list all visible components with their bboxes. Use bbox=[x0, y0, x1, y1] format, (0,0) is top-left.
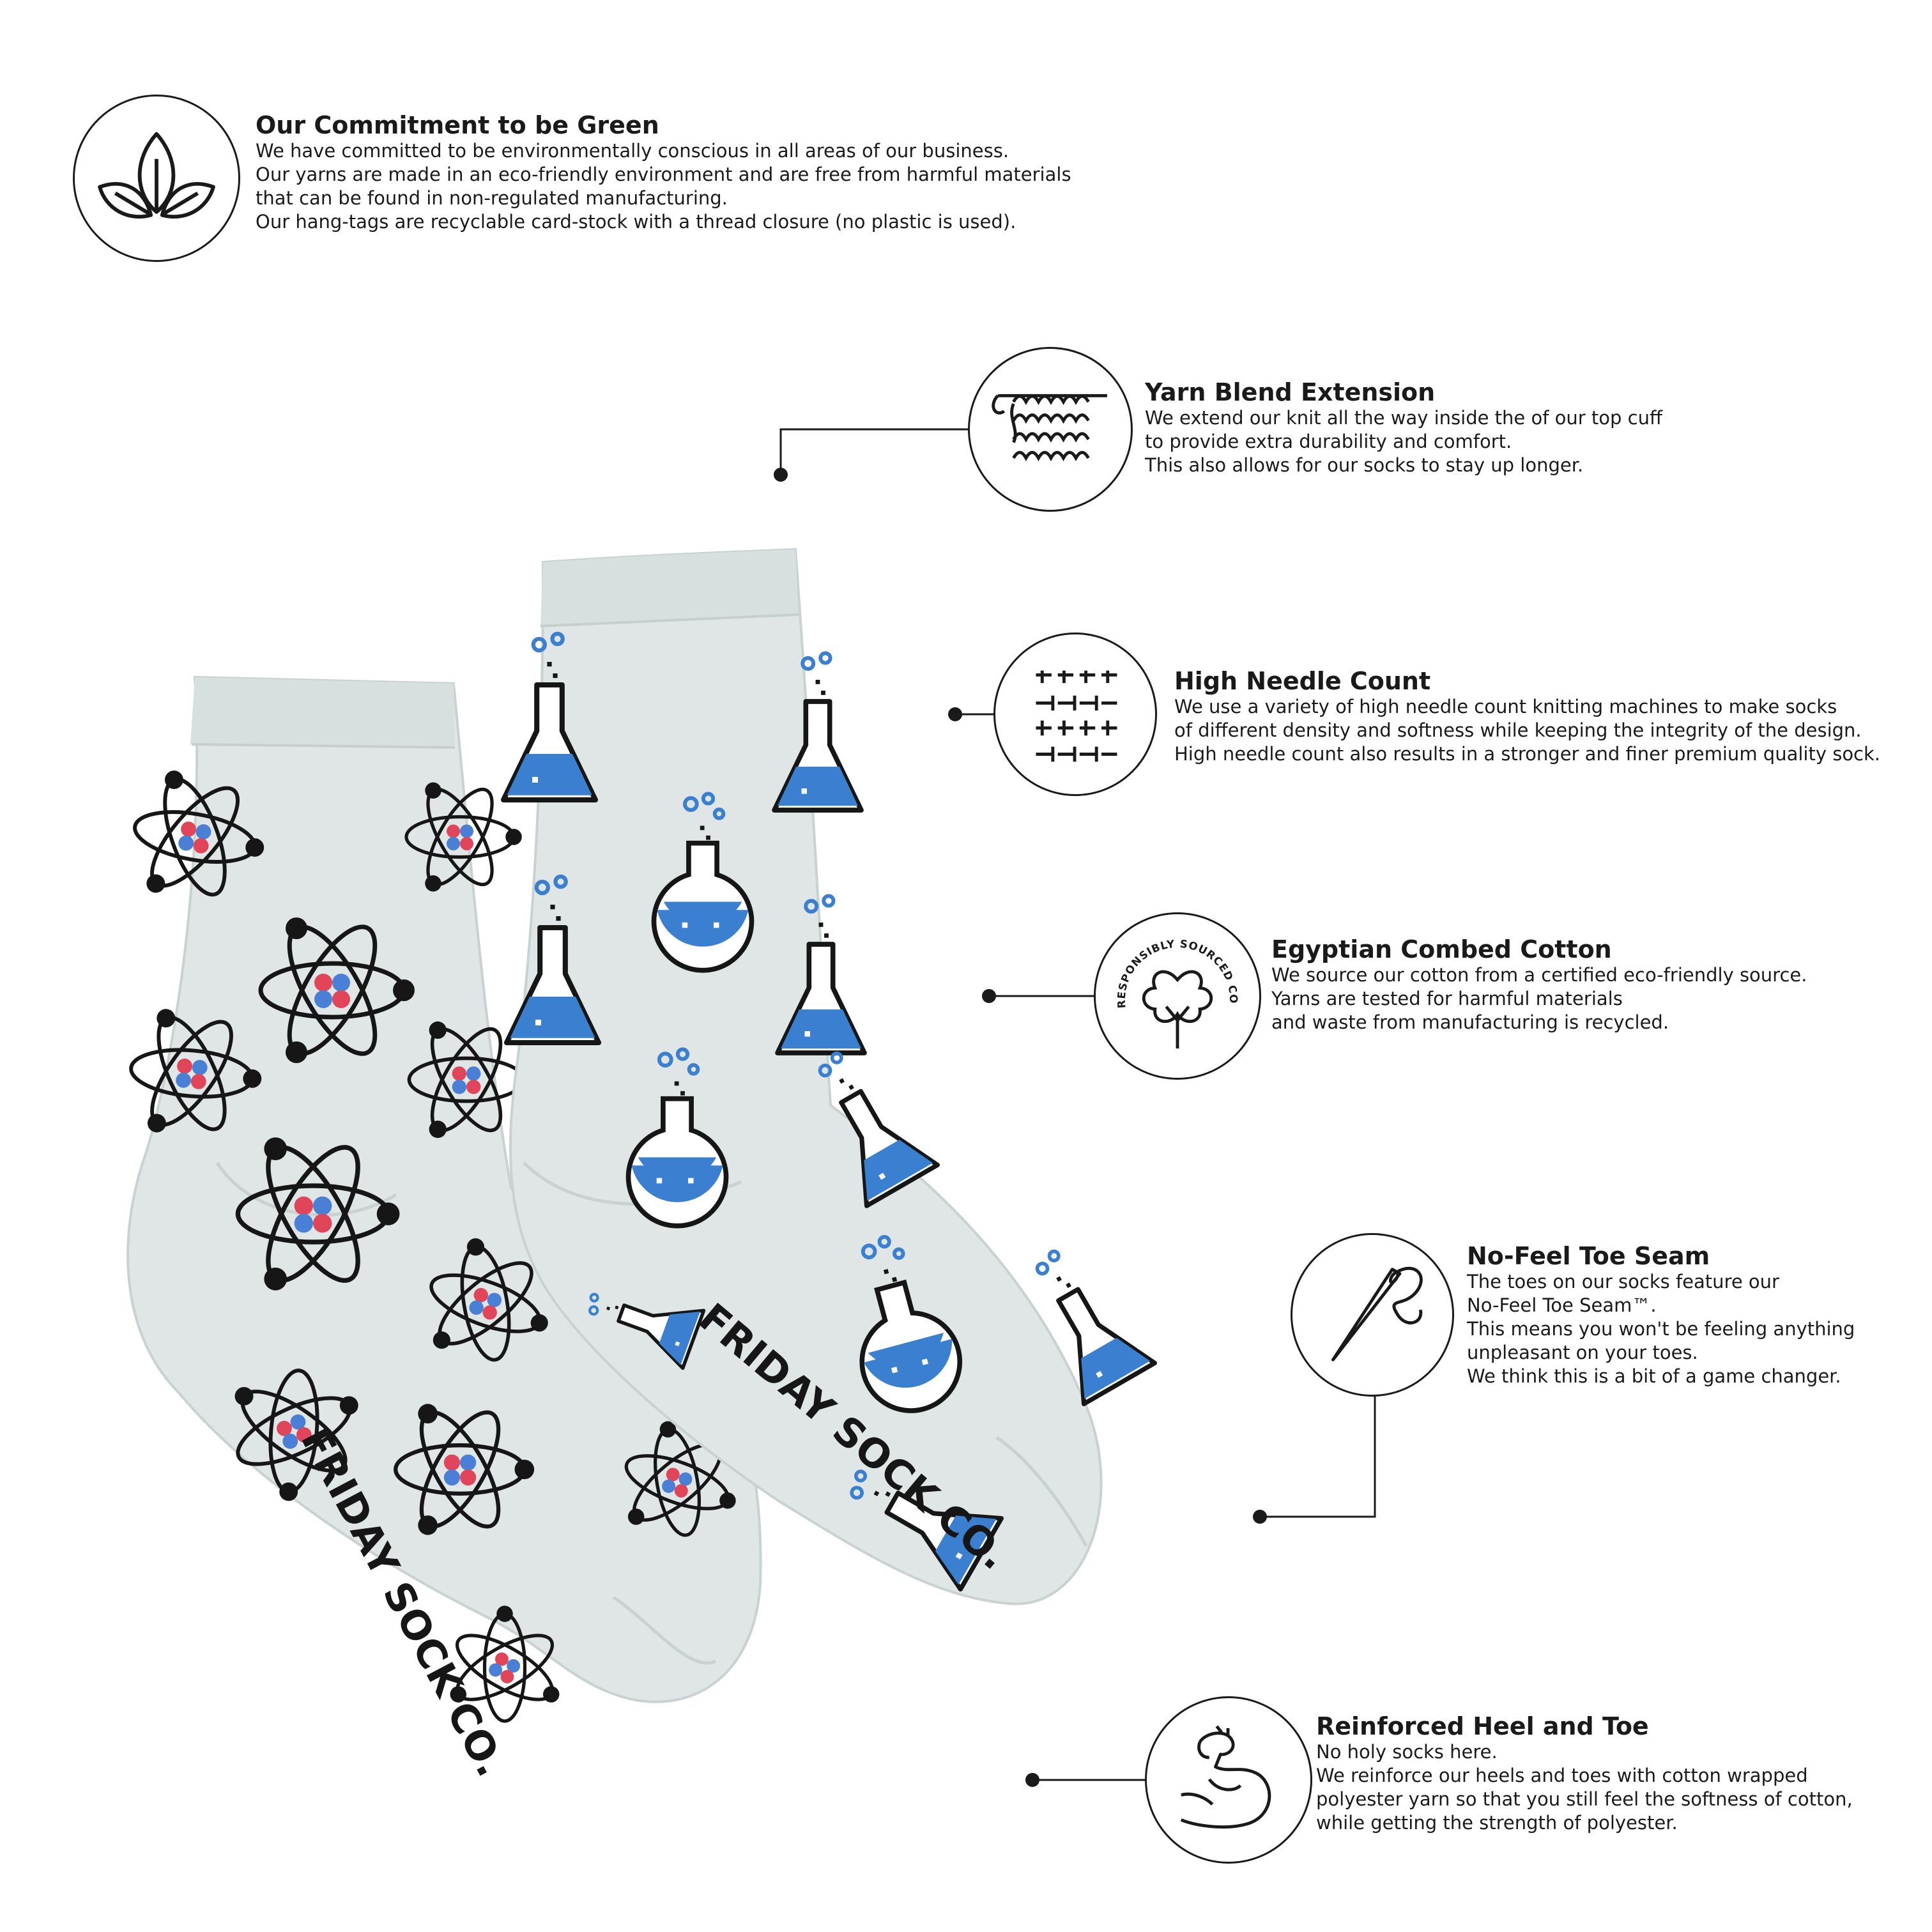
feature-title: Our Commitment to be Green bbox=[256, 111, 659, 139]
cotton-flower-icon: RESPONSIBLY SOURCED COTTON bbox=[1094, 912, 1261, 1080]
right-sock: FRIDAY SOCK CO. bbox=[503, 548, 1154, 1606]
feature-title: Yarn Blend Extension bbox=[1145, 378, 1436, 406]
feature-description: The toes on our socks feature our No-Fee… bbox=[1467, 1271, 1855, 1387]
feature-description: No holy socks here. We reinforce our hee… bbox=[1316, 1741, 1853, 1834]
feature-title: Reinforced Heel and Toe bbox=[1316, 1712, 1649, 1740]
knit-stitch-icon bbox=[968, 347, 1133, 512]
leader-dot-yarn bbox=[774, 468, 788, 482]
feature-green: Our Commitment to be Green We have commi… bbox=[256, 111, 1071, 234]
feature-title: No-Feel Toe Seam bbox=[1467, 1242, 1710, 1270]
leader-dot-heel bbox=[1025, 1773, 1039, 1787]
feature-title: High Needle Count bbox=[1174, 667, 1431, 695]
feature-description: We have committed to be environmentally … bbox=[256, 140, 1071, 233]
leader-dot-cotton bbox=[982, 989, 996, 1003]
feature-title: Egyptian Combed Cotton bbox=[1271, 935, 1612, 963]
feature-description: We extend our knit all the way inside th… bbox=[1145, 407, 1662, 476]
flexed-arm-icon bbox=[1145, 1696, 1312, 1864]
feature-description: We use a variety of high needle count kn… bbox=[1174, 696, 1881, 765]
feature-description: We source our cotton from a certified ec… bbox=[1271, 964, 1807, 1033]
cotton-badge-text: RESPONSIBLY SOURCED COTTON bbox=[1096, 914, 1239, 1009]
svg-text:RESPONSIBLY SOURCED COTTON: RESPONSIBLY SOURCED COTTON bbox=[1096, 914, 1239, 1009]
leader-dot-needle bbox=[948, 707, 962, 721]
feature-reinforced-heel: Reinforced Heel and Toe No holy socks he… bbox=[1316, 1712, 1853, 1835]
leaves-icon bbox=[73, 95, 240, 262]
feature-toe-seam: No-Feel Toe Seam The toes on our socks f… bbox=[1467, 1242, 1855, 1388]
weave-pattern-icon bbox=[993, 632, 1157, 796]
needle-thread-icon bbox=[1291, 1233, 1454, 1397]
feature-yarn-blend: Yarn Blend Extension We extend our knit … bbox=[1145, 378, 1662, 477]
feature-egyptian-cotton: Egyptian Combed Cotton We source our cot… bbox=[1271, 935, 1807, 1034]
leader-dot-toe bbox=[1253, 1510, 1267, 1524]
feature-needle-count: High Needle Count We use a variety of hi… bbox=[1174, 667, 1880, 766]
